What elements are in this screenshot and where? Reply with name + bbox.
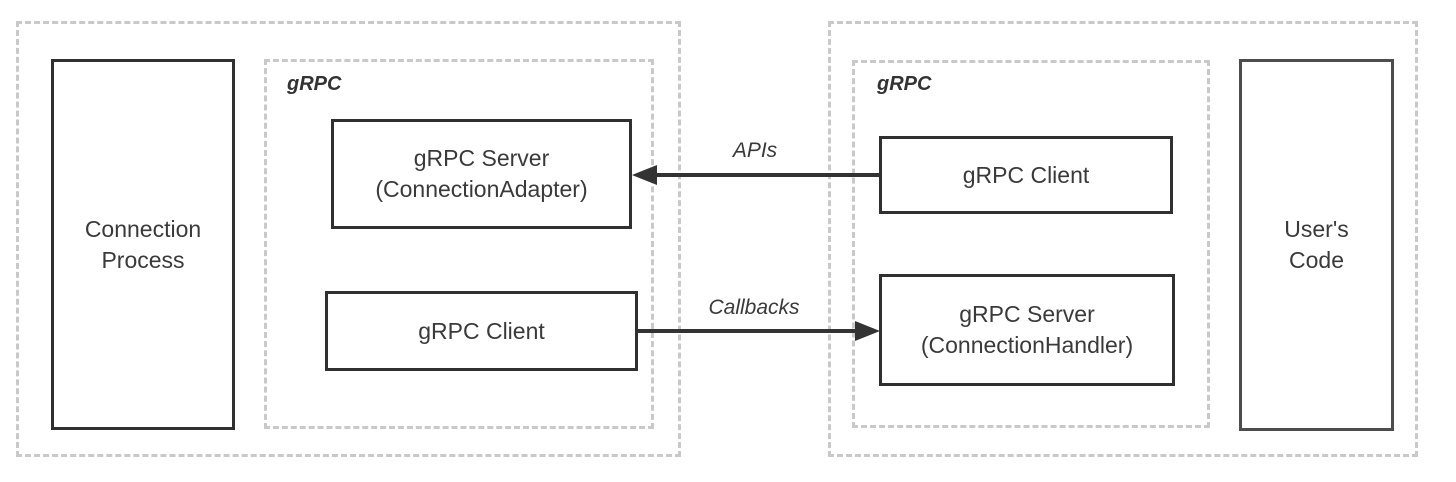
right-grpc-client-label: gRPC Client bbox=[962, 161, 1090, 188]
left-grpc-group-label: gRPC bbox=[287, 73, 342, 95]
grpc-server-adapter-box: gRPC Server (ConnectionAdapter) bbox=[331, 119, 632, 229]
connection-process-box: Connection Process bbox=[51, 59, 235, 430]
connection-process-group-outline bbox=[16, 21, 681, 457]
right-grpc-group-label: gRPC bbox=[877, 73, 932, 95]
left-grpc-group-outline bbox=[264, 59, 654, 429]
left-grpc-client-label: gRPC Client bbox=[418, 317, 545, 344]
callbacks-arrow-line bbox=[637, 329, 856, 333]
right-grpc-client-box: gRPC Client bbox=[879, 136, 1173, 214]
callbacks-arrowhead-icon bbox=[855, 321, 880, 341]
apis-arrow-label: APIs bbox=[732, 139, 778, 162]
users-code-box: User's Code bbox=[1239, 59, 1394, 431]
connection-process-label: Connection Process bbox=[84, 215, 202, 273]
callbacks-arrow-label: Callbacks bbox=[708, 296, 800, 319]
grpc-server-handler-label: gRPC Server (ConnectionHandler) bbox=[920, 301, 1134, 358]
user-code-group-outline bbox=[828, 21, 1418, 457]
right-grpc-group-outline bbox=[852, 60, 1210, 428]
users-code-label: User's Code bbox=[1284, 216, 1349, 273]
left-grpc-client-box: gRPC Client bbox=[325, 291, 638, 371]
grpc-server-handler-box: gRPC Server (ConnectionHandler) bbox=[879, 274, 1175, 386]
apis-arrow-line bbox=[655, 173, 879, 177]
grpc-server-adapter-label: gRPC Server (ConnectionAdapter) bbox=[375, 145, 588, 202]
apis-arrowhead-icon bbox=[632, 165, 657, 185]
